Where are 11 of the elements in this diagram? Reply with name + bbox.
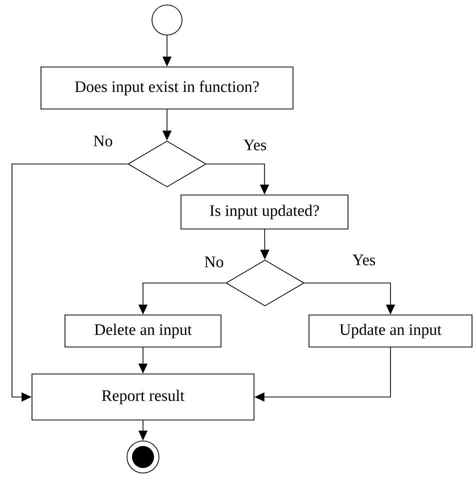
edge-label: No (203, 256, 225, 268)
end-circle (126, 440, 160, 474)
process-box: Delete an input (64, 314, 222, 348)
process-box: Does input exist in function? (40, 66, 294, 110)
process-box: Update an input (308, 314, 472, 348)
process-box: Report result (32, 374, 254, 420)
edge-label: Yes (242, 138, 268, 152)
edge-label: Yes (351, 254, 377, 266)
process-box: Is input updated? (180, 194, 348, 230)
edge-label: No (92, 134, 114, 148)
start-circle (152, 4, 182, 36)
